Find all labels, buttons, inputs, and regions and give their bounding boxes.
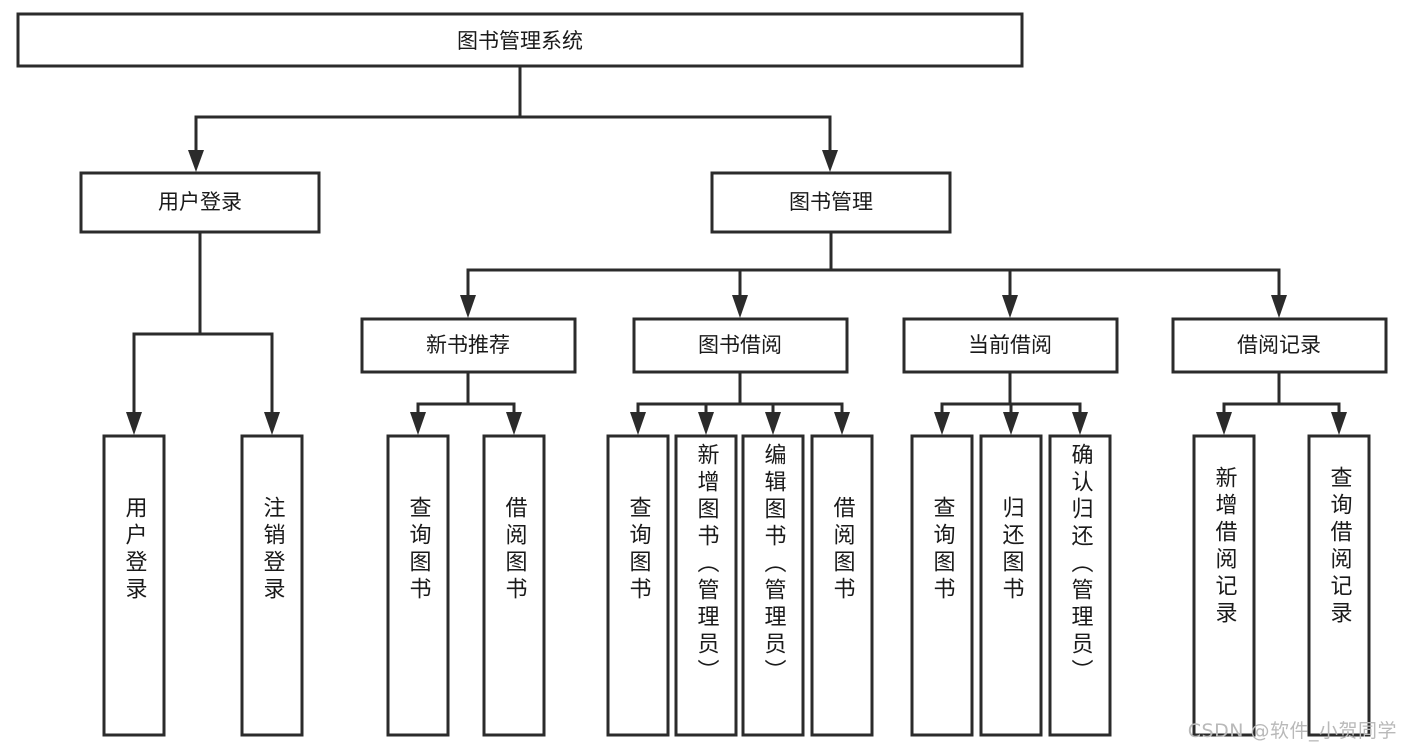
csdn-watermark: CSDN @软件_小贺同学 <box>1187 720 1397 742</box>
node-root-box <box>16 12 1024 68</box>
leaf-box-logout <box>240 434 304 737</box>
leaf-box-query-book-3 <box>910 434 974 737</box>
node-user-login-box <box>79 171 321 234</box>
leaf-box-borrow-book-1 <box>482 434 546 737</box>
node-borrow-record-label: 借阅记录 <box>1237 333 1321 357</box>
node-current-borrow-box <box>902 317 1119 374</box>
node-new-book-recommend-label: 新书推荐 <box>426 333 510 357</box>
node-book-borrow: 图书借阅 <box>632 317 849 374</box>
node-book-management: 图书管理 <box>710 171 952 234</box>
connector-new-book-recommend-to-leaves <box>410 370 522 435</box>
leaf-box-add-borrow-record <box>1192 434 1256 737</box>
connector-user-login-to-leaves <box>126 230 280 435</box>
leaf-box-add-book <box>674 434 738 737</box>
leaf-box-return-book <box>979 434 1043 737</box>
node-root-label: 图书管理系统 <box>457 29 583 53</box>
node-current-borrow-label: 当前借阅 <box>968 333 1052 357</box>
node-book-borrow-label: 图书借阅 <box>698 333 782 357</box>
leaf-box-query-borrow-record <box>1307 434 1371 737</box>
leaf-box-query-book-2 <box>606 434 670 737</box>
leaf-box-query-book-1 <box>386 434 450 737</box>
node-user-login: 用户登录 <box>79 171 321 234</box>
connector-root-to-level2 <box>188 64 838 172</box>
leaf-box-user-login <box>102 434 166 737</box>
node-borrow-record: 借阅记录 <box>1171 317 1388 374</box>
node-root: 图书管理系统 <box>16 12 1024 68</box>
node-new-book-recommend: 新书推荐 <box>360 317 577 374</box>
connector-borrow-record-to-leaves <box>1216 370 1347 435</box>
node-user-login-label: 用户登录 <box>158 190 242 214</box>
leaf-box-confirm-return <box>1048 434 1112 737</box>
leaf-box-borrow-book-2 <box>810 434 874 737</box>
connector-book-management-to-level3 <box>460 230 1287 318</box>
leaf-box-edit-book <box>741 434 805 737</box>
node-new-book-recommend-box <box>360 317 577 374</box>
connector-book-borrow-to-leaves <box>630 370 850 435</box>
node-book-management-label: 图书管理 <box>789 190 873 214</box>
connector-current-borrow-to-leaves <box>934 370 1088 435</box>
node-current-borrow: 当前借阅 <box>902 317 1119 374</box>
